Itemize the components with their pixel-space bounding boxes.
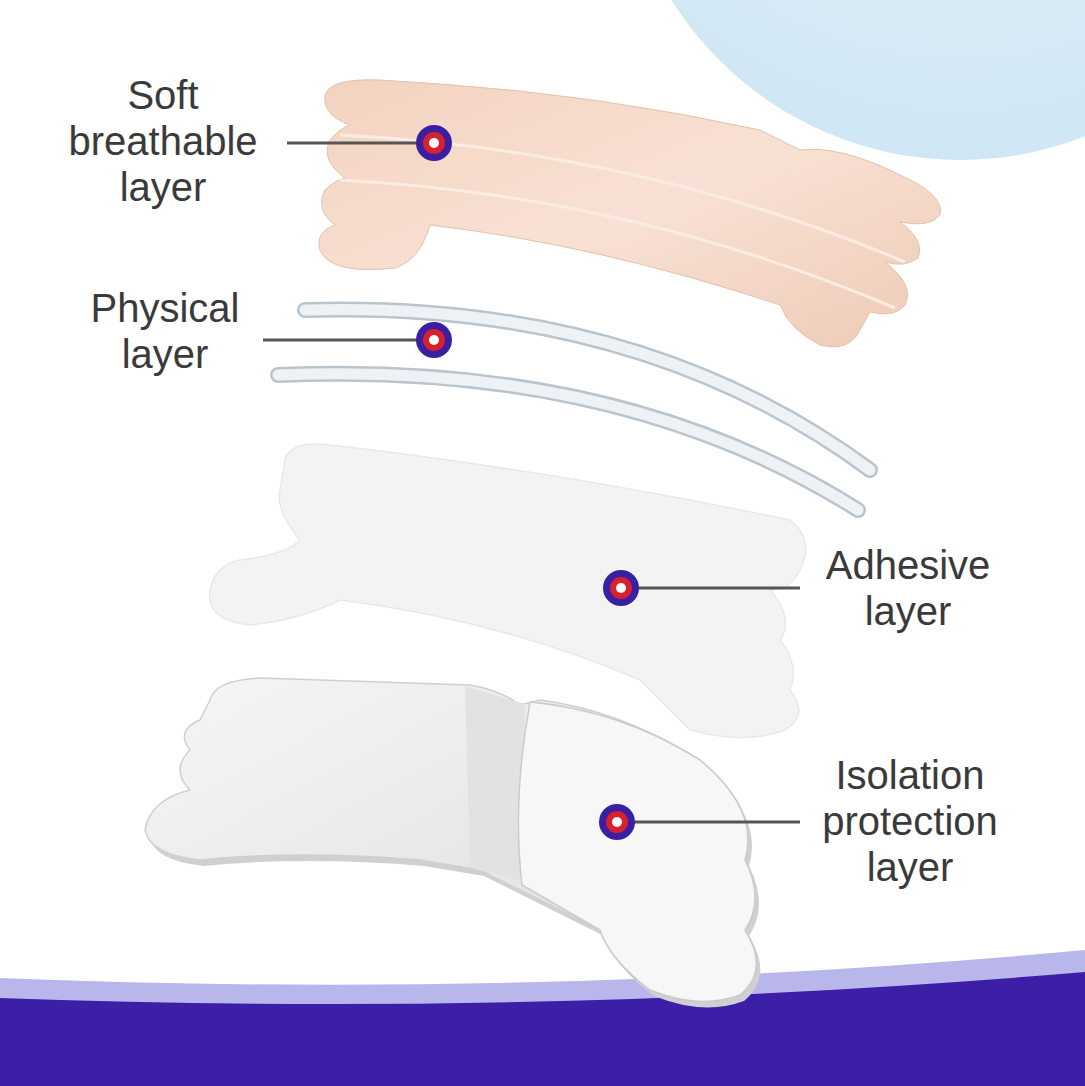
spring-bar [305, 309, 870, 470]
leader-line [263, 339, 420, 342]
part-label: Physical layer [55, 285, 275, 377]
bottom-stripe [0, 950, 1085, 1086]
callout-dot [599, 804, 635, 840]
release-liner [145, 678, 756, 1001]
part-label: Isolation protection layer [790, 752, 1030, 890]
callout-dot [416, 322, 452, 358]
part-label: Soft breathable layer [43, 72, 283, 210]
callout-dot [416, 125, 452, 161]
spring-bar [305, 309, 870, 470]
leader-line [631, 821, 800, 824]
bottom-band [0, 972, 1085, 1086]
strip-groove [340, 180, 895, 308]
liner-flap [518, 702, 756, 1001]
part-label: Adhesive layer [798, 542, 1018, 634]
callout-dot [603, 570, 639, 606]
leader-line [635, 587, 800, 590]
liner-gap [465, 686, 525, 880]
leader-line [287, 142, 420, 145]
